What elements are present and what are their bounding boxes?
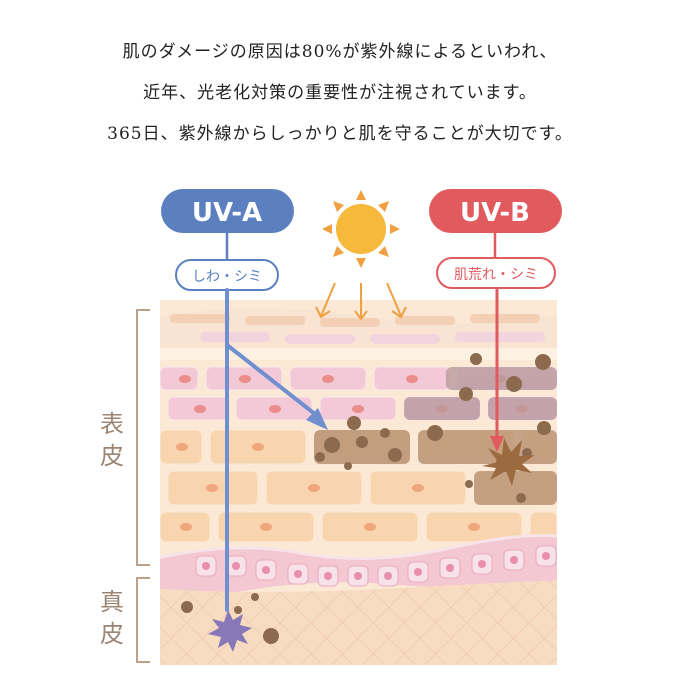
flat-cells-row-2 [200, 332, 545, 344]
uvb-label: UV-B [460, 198, 530, 228]
intro-line-2: 近年、光老化対策の重要性が注視されています。 [143, 83, 537, 103]
dermis-label-2: 皮 [100, 620, 124, 648]
uvb-group: UV-B 肌荒れ・シミ [429, 189, 562, 452]
dermis-label-1: 真 [100, 588, 124, 616]
flat-cells-row-1 [170, 314, 540, 327]
intro-line-3: 365日、紫外線からしっかりと肌を守ることが大切です。 [107, 124, 573, 144]
intro-line-1: 肌のダメージの原因は80%が紫外線によるといわれ、 [122, 42, 558, 62]
damaged-zone-uvb [404, 367, 557, 505]
layer-brackets [136, 309, 150, 663]
melanin-spots [315, 353, 551, 503]
uvb-pill [429, 189, 562, 233]
skin-cross-section [160, 300, 557, 665]
epidermis-label-2: 皮 [100, 442, 124, 470]
uva-arrows [225, 288, 322, 612]
dermis [160, 580, 557, 665]
sun-icon [322, 190, 400, 268]
dermis-spots [181, 593, 279, 644]
uva-group: UV-A しわ・シミ [161, 189, 328, 612]
uva-effect-label: しわ・シミ [192, 269, 262, 285]
uva-label: UV-A [192, 198, 262, 228]
sun-ray-arrows [315, 282, 407, 321]
intro-text: 肌のダメージの原因は80%が紫外線によるといわれ、 近年、光老化対策の重要性が注… [0, 32, 680, 155]
peach-cell-nuclei [176, 443, 480, 531]
uvb-effect-label: 肌荒れ・シミ [454, 267, 538, 283]
uva-pill [161, 189, 294, 233]
collagen-damage [208, 610, 252, 652]
epidermis-label-1: 表 [100, 410, 124, 438]
